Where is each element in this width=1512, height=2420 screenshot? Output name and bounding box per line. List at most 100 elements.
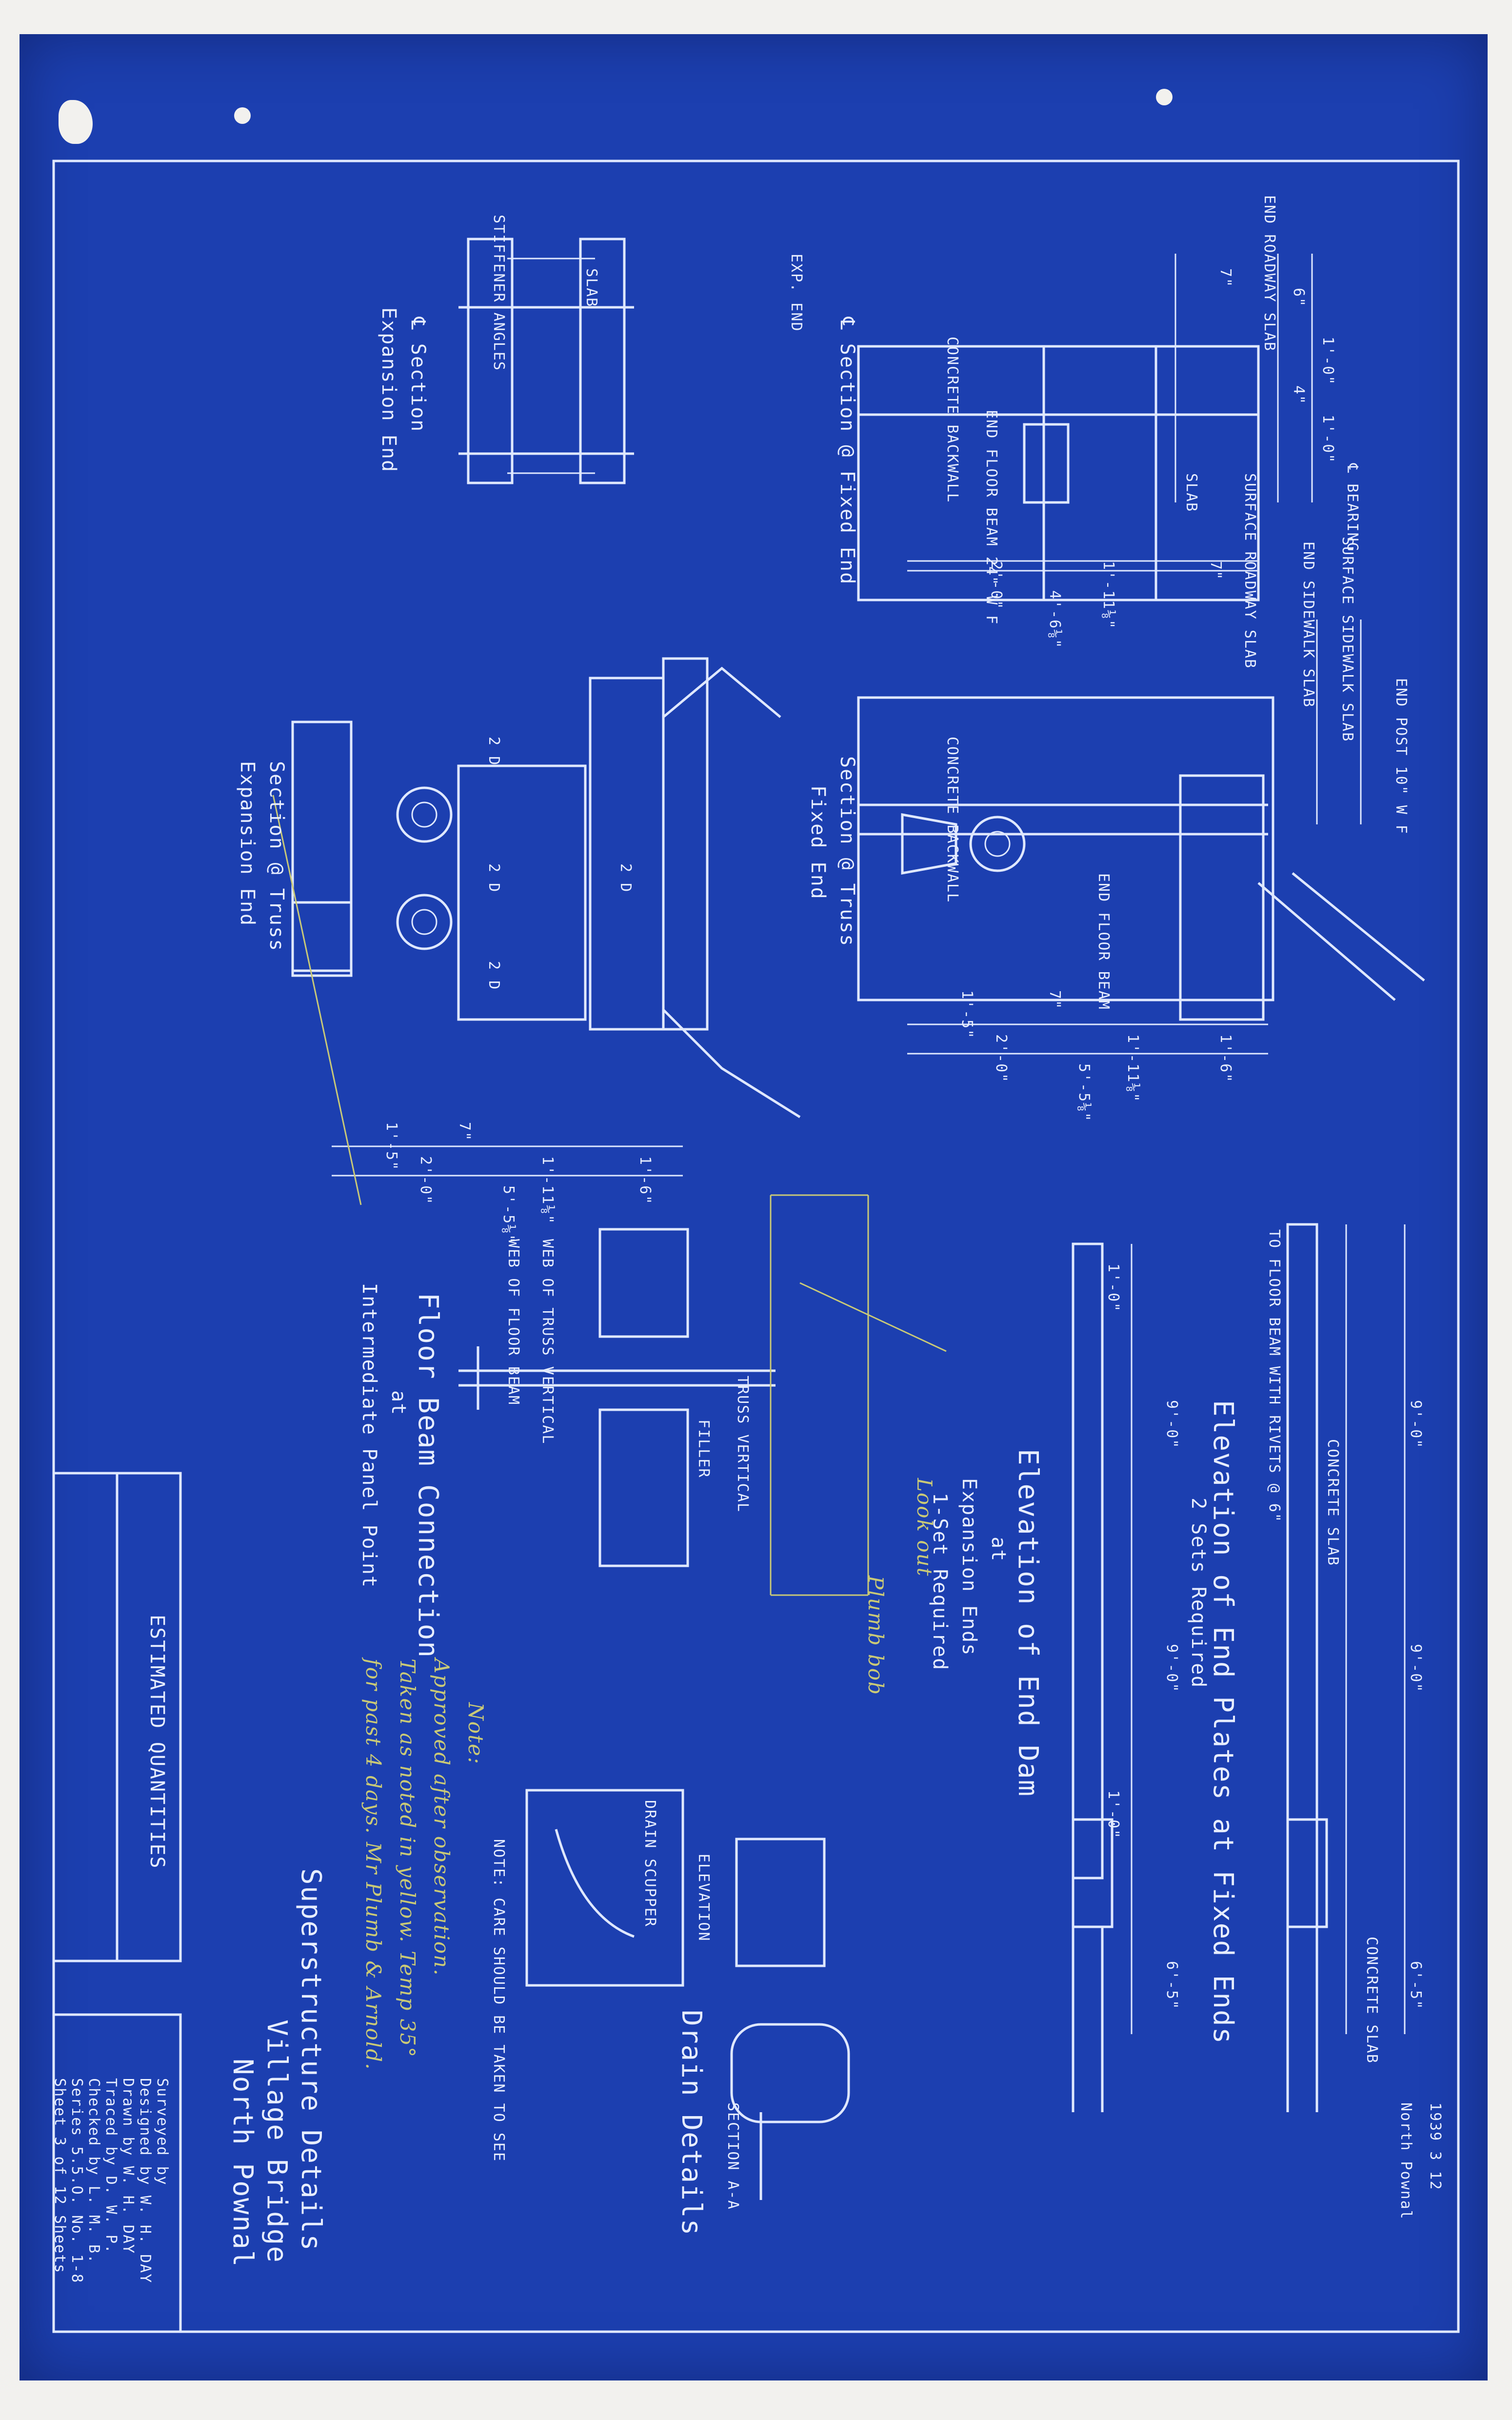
truss-fixed-subtitle: Fixed End: [807, 785, 829, 900]
handwritten-note: Look out: [913, 1478, 936, 1577]
blueprint-sheet: North Pownal 1939 3 12 Superstructure De…: [20, 34, 1488, 2380]
dim: 2 D: [617, 863, 634, 893]
truss-fixed-end-drawing: [857, 620, 1425, 1055]
dim: 4": [1290, 385, 1307, 405]
end-dam-line3: Expansion Ends: [958, 1478, 980, 1657]
dim: 7": [1217, 268, 1234, 288]
dim: 9'-0": [1163, 1644, 1180, 1693]
end-plates-drawing: [1286, 1223, 1406, 2112]
label: END POST 10" W F: [1393, 678, 1410, 835]
pencil-sketch: [272, 795, 947, 1596]
section-fixed-end-drawing: [857, 254, 1313, 601]
corner-note-top: North Pownal: [1397, 2102, 1414, 2220]
drain-details-drawing: [525, 1789, 850, 2200]
dim: 1'-11⅛": [539, 1156, 556, 1225]
label: TO FLOOR BEAM WITH RIVETS @ 6": [1266, 1229, 1283, 1523]
floor-beam-title: Floor Beam Connection: [412, 1293, 444, 1659]
section-fixed-title: ℄ Section @ Fixed End: [836, 317, 858, 585]
dim: 1'-0": [1105, 1263, 1122, 1313]
label: NOTE: CARE SHOULD BE TAKEN TO SEE: [490, 1839, 507, 2162]
truss-expansion-title: Section @ Truss: [265, 761, 288, 952]
section-expansion-title: ℄ Section: [407, 317, 429, 433]
label: SURFACE ROADWAY SLAB: [1241, 473, 1258, 669]
end-dam-title: Elevation of End Dam: [1012, 1449, 1044, 1798]
label: WEB OF FLOOR BEAM: [505, 1239, 522, 1406]
section-expansion-end-drawing: [458, 238, 634, 484]
end-dam-line2: at: [987, 1537, 1010, 1562]
credit-line: Sheet 3 of 12 Sheets: [51, 2078, 68, 2274]
label: CONCRETE BACKWALL: [944, 737, 961, 903]
credit-line: Surveyed by: [154, 2078, 171, 2186]
end-plates-title: Elevation of End Plates at Fixed Ends: [1207, 1400, 1239, 2045]
floor-beam-connection-drawing: [458, 1228, 776, 1567]
label: FILLER: [695, 1420, 712, 1479]
dim: 2 D: [485, 737, 502, 766]
label: SLAB: [583, 268, 600, 308]
dim: 1'-0": [1319, 337, 1336, 386]
drawing-linework: [52, 160, 1460, 2333]
dim: 7": [1046, 990, 1063, 1010]
dim: 6'-5": [1163, 1961, 1180, 2010]
label: WEB OF TRUSS VERTICAL: [539, 1239, 556, 1445]
dim: 1'-0": [1105, 1790, 1122, 1840]
dim: 2'-0": [993, 1034, 1010, 1083]
handwritten-note: Approved after observation.: [430, 1659, 454, 1977]
label: SECTION A-A: [724, 2102, 741, 2210]
floor-beam-line3: Intermediate Panel Point: [358, 1283, 380, 1588]
label: CONCRETE SLAB: [1363, 1937, 1380, 2064]
dim: 9'-0": [1407, 1644, 1424, 1693]
end-dam-drawing: [1072, 1242, 1133, 2112]
dim: 7": [456, 1122, 473, 1142]
dim: 4'-6⅛": [1046, 590, 1063, 649]
drain-title: Drain Details: [676, 2010, 707, 2237]
label: CONCRETE BACKWALL: [944, 337, 961, 503]
dim: 2 D: [485, 863, 502, 893]
punch-hole: [234, 107, 251, 124]
punch-hole: [1156, 89, 1173, 105]
dim: 5'-5⅛": [1075, 1063, 1093, 1122]
dim: 1'-11⅛": [1124, 1034, 1141, 1103]
dim: 1'-6": [1217, 1034, 1234, 1083]
label: CONCRETE SLAB: [1324, 1439, 1341, 1566]
end-plates-subtitle: 2 Sets Required: [1187, 1498, 1210, 1689]
label: SLAB: [1183, 473, 1200, 513]
handwritten-note: Note:: [464, 1702, 488, 1765]
credits-box: [52, 2013, 182, 2333]
dim: 1'-5": [958, 990, 975, 1040]
label: TRUSS VERTICAL: [734, 1376, 751, 1513]
label: DRAIN SCUPPER: [641, 1800, 658, 1927]
corner-note-year: 1939 3 12: [1427, 2102, 1444, 2191]
label: ELEVATION: [695, 1854, 712, 1942]
dim: 7": [1207, 561, 1224, 581]
handwritten-note: Plumb bob: [864, 1576, 888, 1696]
estimated-quantities-label: ESTIMATED QUANTITIES: [146, 1615, 168, 1869]
dim: 6'-5": [1407, 1961, 1424, 2010]
dim: 1'-11⅛": [1100, 561, 1117, 630]
label: END ROADWAY SLAB: [1261, 195, 1278, 352]
dim: 2'-0": [988, 561, 1005, 610]
dim: 1'-5": [383, 1122, 400, 1171]
handwritten-note: for past 4 days. Mr Plumb & Arnold.: [361, 1659, 385, 2071]
dim: 6": [1290, 288, 1307, 308]
torn-corner: [59, 100, 93, 144]
section-expansion-subtitle: Expansion End: [378, 307, 400, 473]
truss-expansion-subtitle: Expansion End: [236, 761, 259, 927]
dim: 2'-0": [417, 1156, 434, 1205]
label: SURFACE SIDEWALK SLAB: [1339, 537, 1356, 742]
handwritten-note: Taken as noted in yellow. Temp 35°: [396, 1659, 419, 2059]
truss-expansion-end-drawing: [291, 657, 801, 1177]
sheet-border: [52, 160, 1460, 2333]
label: EXP. END: [788, 254, 805, 332]
title-line1: Superstructure Details: [295, 1868, 327, 2252]
dim: 9'-0": [1407, 1400, 1424, 1449]
floor-beam-line2: at: [387, 1390, 410, 1416]
credit-line: Traced by D. W. P.: [102, 2078, 119, 2255]
label: STIFFENER ANGLES: [490, 215, 507, 371]
credit-line: Drawn by W. H. DAY: [119, 2078, 137, 2255]
credit-line: Checked by L. M. B.: [85, 2078, 102, 2264]
credit-line: Series 5.5.O. No. 1-8: [68, 2078, 85, 2284]
dim: 1'-0": [1319, 415, 1336, 464]
dim: 9'-0": [1163, 1400, 1180, 1449]
title-line3: North Pownal: [227, 2059, 259, 2268]
dim: 5'-5⅛": [500, 1185, 517, 1244]
